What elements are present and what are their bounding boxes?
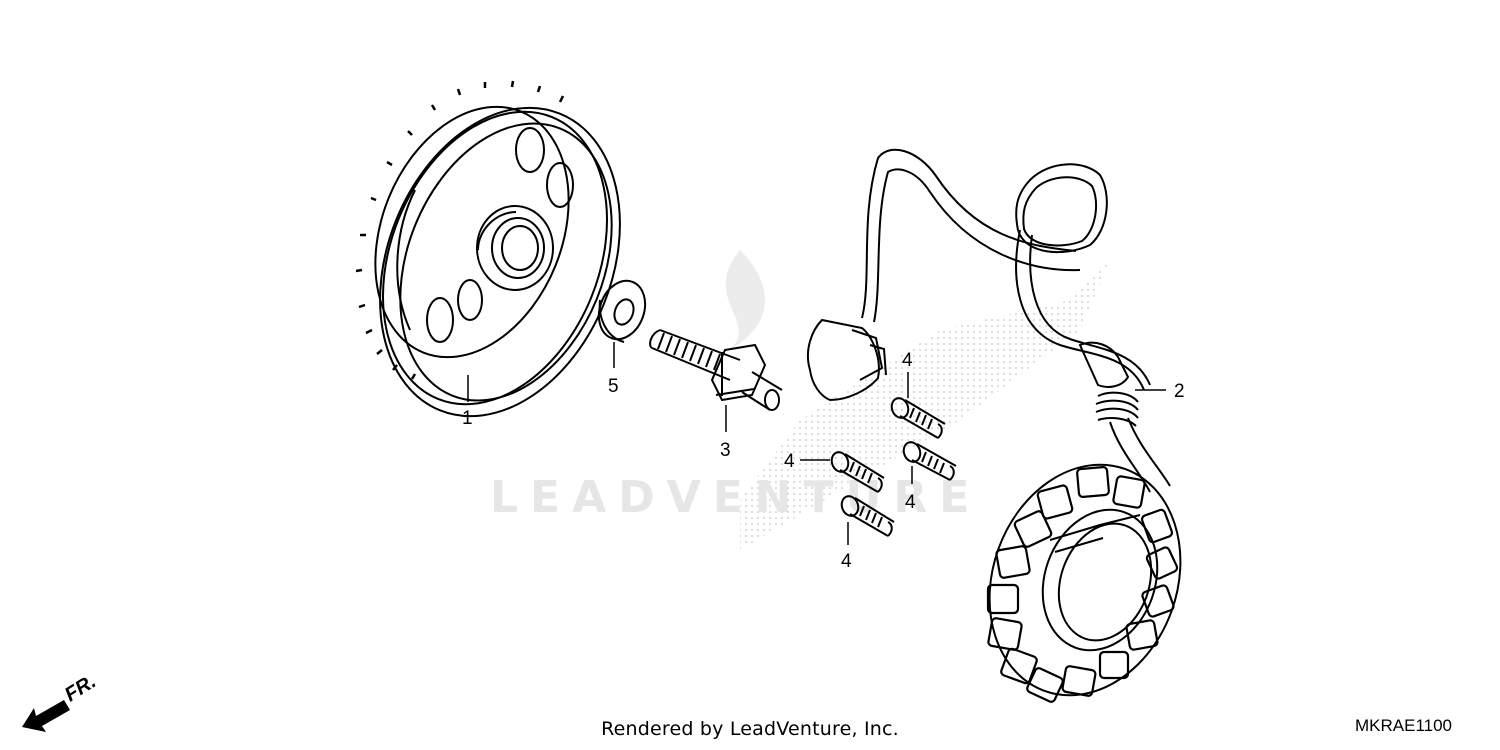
stator-bolt-d[interactable] — [839, 494, 895, 537]
stator-part[interactable] — [806, 148, 1212, 723]
callout-washer: 5 — [608, 376, 619, 397]
front-direction-arrow-icon — [22, 700, 70, 732]
flywheel-part[interactable] — [336, 72, 664, 453]
callout-flywheel: 1 — [462, 408, 473, 429]
callout-stator-bolt-b: 4 — [905, 492, 916, 513]
diagram-code: MKRAE1100 — [1354, 716, 1452, 735]
callout-stator-bolt-d: 4 — [841, 551, 852, 572]
stator-bolt-c[interactable] — [829, 450, 885, 493]
callouts: 1 5 3 4 2 4 4 4 — [462, 350, 1185, 572]
watermark: LEADVENTURE — [490, 250, 1110, 550]
stator-bolt-a[interactable] — [889, 396, 946, 439]
stator-coil-icon — [986, 465, 1179, 703]
flywheel-bolt-part[interactable] — [649, 329, 783, 411]
stator-bolt-b[interactable] — [901, 440, 957, 481]
callout-stator-bolt-c: 4 — [784, 451, 795, 472]
callout-stator: 2 — [1174, 381, 1185, 402]
leader-lines — [467, 342, 1166, 545]
rendered-by-credit: Rendered by LeadVenture, Inc. — [601, 718, 899, 740]
callout-stator-bolt-a: 4 — [902, 350, 913, 371]
front-direction-label: FR. — [61, 671, 100, 707]
watermark-text: LEADVENTURE — [490, 472, 981, 523]
callout-bolt: 3 — [720, 440, 731, 461]
washer-part[interactable] — [591, 274, 653, 345]
